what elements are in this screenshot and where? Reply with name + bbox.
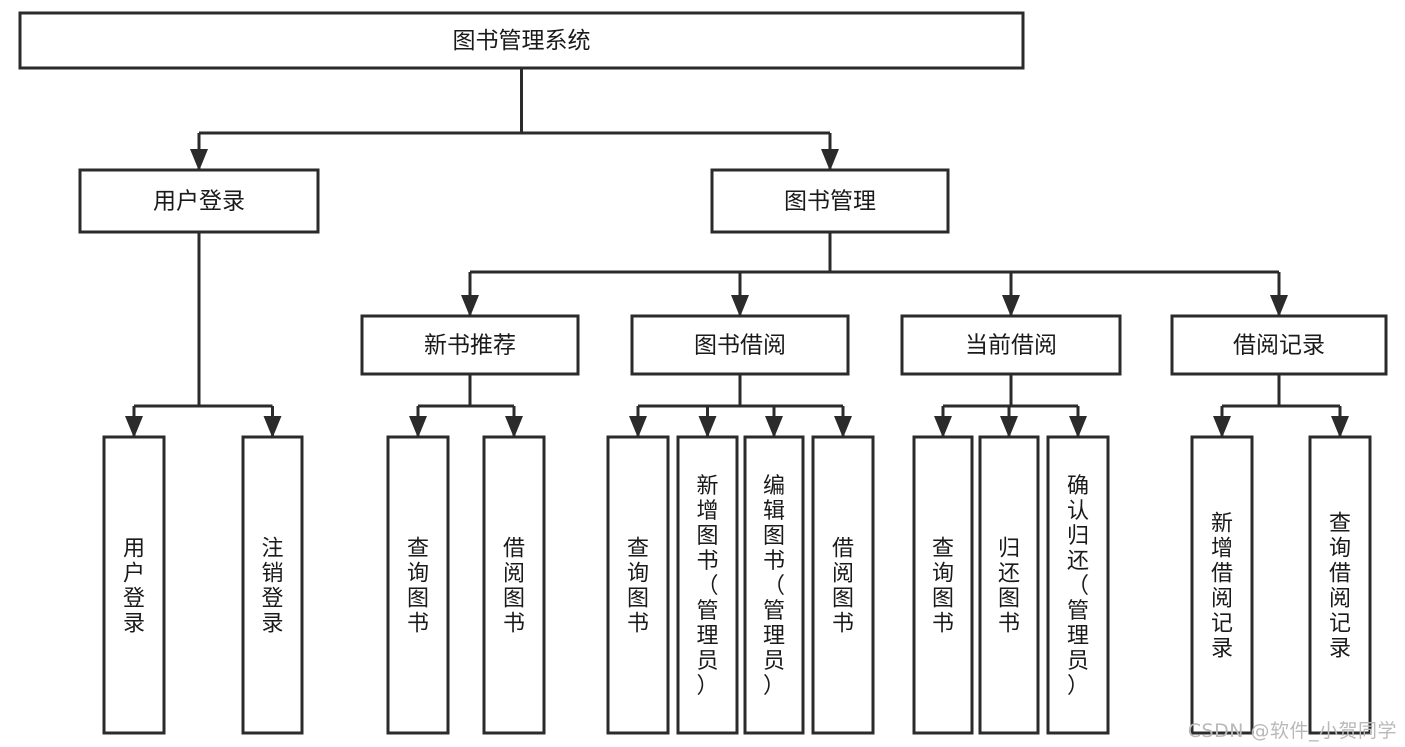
node-label-leaf-borrow-book-1: 借阅图书 [503, 537, 525, 637]
node-label-root: 图书管理系统 [453, 28, 591, 54]
node-label-leaf-query-book-2: 查询图书 [627, 537, 649, 637]
newbook-to-leaves-arrow-0 [409, 416, 427, 438]
node-box-current-borrow [900, 314, 1122, 376]
node-box-leaf-borrow-book-2 [811, 435, 875, 735]
node-leaf-logout[interactable]: 注销登录 [241, 435, 304, 735]
bookborrow-to-leaves-arrow-2 [765, 416, 783, 438]
borrowrecord-to-leaves-arrow-0 [1213, 416, 1231, 438]
node-label-leaf-logout: 注销登录 [261, 537, 283, 637]
node-leaf-edit-book[interactable]: 编辑图书（管理员） [743, 435, 805, 735]
node-label-book-borrow: 图书借阅 [694, 333, 786, 359]
root-to-level2-arrow-0 [190, 149, 208, 171]
bookborrow-to-leaves-arrow-1 [698, 416, 717, 438]
node-leaf-borrow-book-1[interactable]: 借阅图书 [482, 435, 546, 735]
node-book-manage[interactable]: 图书管理 [710, 168, 950, 234]
currentborrow-to-leaves-arrow-1 [1000, 416, 1018, 438]
bookborrow-to-leaves-arrow-0 [629, 416, 647, 438]
node-leaf-add-book[interactable]: 新增图书（管理员） [676, 435, 739, 735]
root-to-level2-arrow-1 [821, 149, 839, 171]
node-box-book-borrow [630, 314, 850, 376]
node-box-root [18, 11, 1025, 70]
node-label-leaf-user-login: 用户登录 [123, 537, 145, 637]
node-label-leaf-edit-book: 编辑图书（管理员） [763, 474, 785, 699]
bookmanage-to-level3-arrow-0 [461, 295, 479, 317]
node-leaf-query-book-2[interactable]: 查询图书 [606, 435, 670, 735]
node-leaf-query-book-3[interactable]: 查询图书 [912, 435, 974, 735]
node-user-login[interactable]: 用户登录 [78, 168, 320, 234]
node-box-leaf-edit-book [743, 435, 805, 735]
userlogin-to-leaves-arrow-1 [263, 416, 282, 438]
node-box-leaf-add-book [676, 435, 739, 735]
node-box-leaf-query-book-1 [386, 435, 450, 735]
node-label-leaf-query-record: 查询借阅记录 [1329, 512, 1351, 662]
node-label-leaf-return-book: 归还图书 [998, 537, 1020, 637]
node-label-current-borrow: 当前借阅 [965, 333, 1057, 359]
currentborrow-to-leaves-arrow-0 [934, 416, 952, 438]
node-box-leaf-confirm-return [1046, 435, 1110, 735]
newbook-to-leaves-arrow-1 [505, 416, 523, 438]
node-borrow-record[interactable]: 借阅记录 [1170, 314, 1388, 376]
node-label-leaf-confirm-return: 确认归还（管理员） [1067, 474, 1089, 699]
node-box-leaf-query-book-2 [606, 435, 670, 735]
node-box-new-book-recommend [360, 314, 580, 376]
node-current-borrow[interactable]: 当前借阅 [900, 314, 1122, 376]
bookmanage-to-level3-arrow-2 [1002, 295, 1020, 317]
node-box-leaf-user-login [102, 435, 166, 735]
node-box-leaf-borrow-book-1 [482, 435, 546, 735]
node-root[interactable]: 图书管理系统 [18, 11, 1025, 70]
node-label-leaf-add-record: 新增借阅记录 [1211, 512, 1233, 662]
node-label-leaf-query-book-3: 查询图书 [932, 537, 954, 637]
node-layer: 图书管理系统用户登录图书管理新书推荐图书借阅当前借阅借阅记录用户登录注销登录查询… [18, 11, 1388, 735]
node-box-user-login [78, 168, 320, 234]
node-box-leaf-return-book [978, 435, 1040, 735]
node-box-leaf-logout [241, 435, 304, 735]
connector-layer [125, 68, 1349, 438]
node-box-borrow-record [1170, 314, 1388, 376]
node-label-user-login: 用户登录 [153, 189, 245, 215]
node-leaf-query-book-1[interactable]: 查询图书 [386, 435, 450, 735]
node-box-book-manage [710, 168, 950, 234]
node-box-leaf-query-record [1308, 435, 1372, 735]
node-new-book-recommend[interactable]: 新书推荐 [360, 314, 580, 376]
node-box-leaf-query-book-3 [912, 435, 974, 735]
node-box-leaf-add-record [1190, 435, 1254, 735]
node-leaf-confirm-return[interactable]: 确认归还（管理员） [1046, 435, 1110, 735]
node-leaf-borrow-book-2[interactable]: 借阅图书 [811, 435, 875, 735]
bookborrow-to-leaves-arrow-3 [834, 416, 852, 438]
bookmanage-to-level3-arrow-1 [731, 295, 749, 317]
node-leaf-return-book[interactable]: 归还图书 [978, 435, 1040, 735]
node-book-borrow[interactable]: 图书借阅 [630, 314, 850, 376]
node-label-leaf-add-book: 新增图书（管理员） [696, 474, 718, 699]
node-leaf-user-login[interactable]: 用户登录 [102, 435, 166, 735]
watermark-label: CSDN @软件_小贺同学 [1187, 720, 1397, 742]
node-label-leaf-query-book-1: 查询图书 [407, 537, 429, 637]
node-leaf-query-record[interactable]: 查询借阅记录 [1308, 435, 1372, 735]
userlogin-to-leaves-arrow-0 [125, 416, 143, 438]
node-leaf-add-record[interactable]: 新增借阅记录 [1190, 435, 1254, 735]
node-label-borrow-record: 借阅记录 [1233, 333, 1325, 359]
borrowrecord-to-leaves-arrow-1 [1331, 416, 1349, 438]
node-label-book-manage: 图书管理 [784, 189, 876, 215]
node-label-leaf-borrow-book-2: 借阅图书 [832, 537, 854, 637]
currentborrow-to-leaves-arrow-2 [1069, 416, 1087, 438]
node-label-new-book-recommend: 新书推荐 [424, 333, 516, 359]
bookmanage-to-level3-arrow-3 [1270, 295, 1288, 317]
